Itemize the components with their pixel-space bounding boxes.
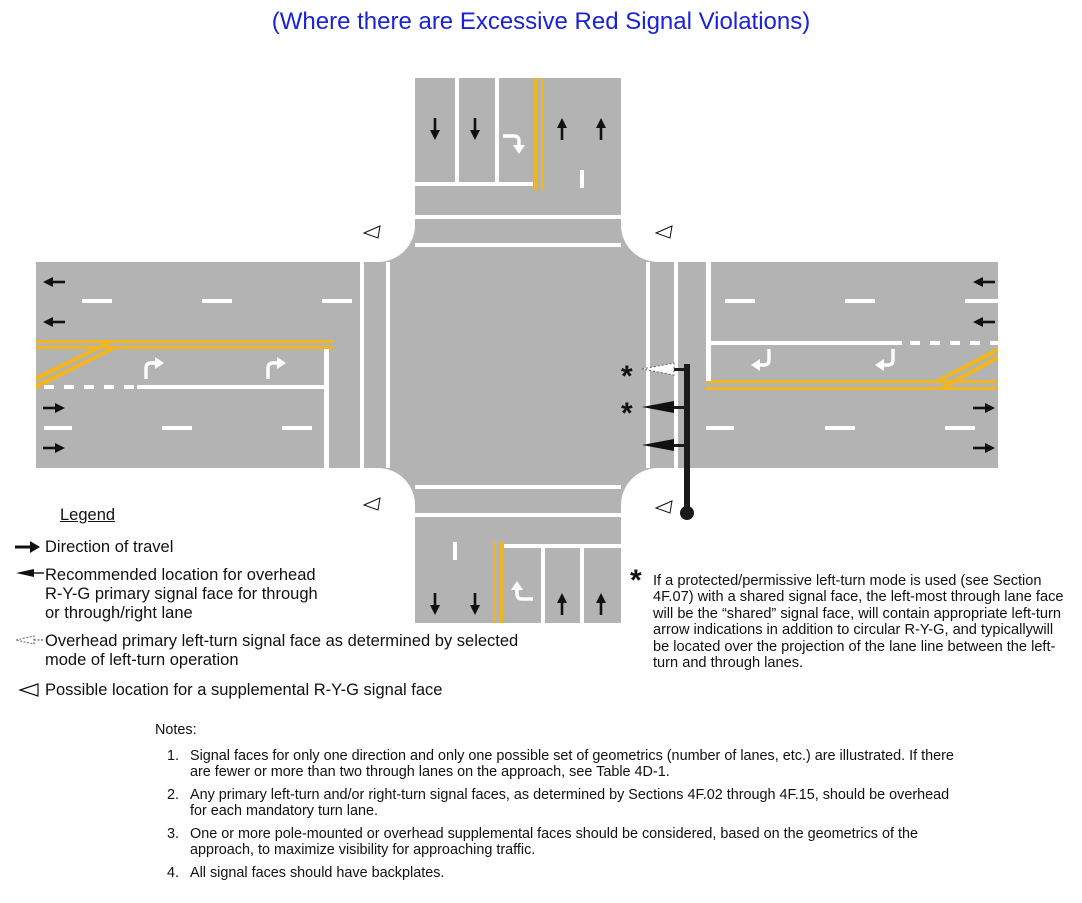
- star-marker-lower: *: [621, 397, 633, 430]
- through-right-signal-face: [642, 439, 674, 451]
- signal-pole-assembly: [641, 362, 694, 520]
- legend-item-primary-signal: Recommended location for overhead R-Y-G …: [45, 566, 318, 622]
- note-item: 2. Any primary left-turn and/or right-tu…: [167, 787, 950, 819]
- footnote-text: If a protected/permissive left-turn mode…: [653, 573, 1064, 672]
- star-marker-upper: *: [621, 360, 633, 393]
- legend-signal-face-icon: [16, 569, 44, 577]
- footnote-star: *: [630, 564, 642, 597]
- legend-item-direction: Direction of travel: [45, 538, 174, 556]
- page-title: (Where there are Excessive Red Signal Vi…: [271, 8, 811, 35]
- legend-item-left-turn-signal: Overhead primary left-turn signal face a…: [45, 632, 519, 669]
- supplemental-signal-markers: [362, 225, 673, 514]
- legend-item-supplemental-signal: Possible location for a supplemental R-Y…: [45, 681, 443, 699]
- legend-arrow-right-icon: [15, 541, 40, 553]
- notes-heading: Notes:: [155, 722, 197, 738]
- south-approach-markings: [415, 485, 621, 623]
- legend-dotted-signal-face-icon: [15, 635, 44, 645]
- west-approach-markings: [36, 262, 390, 468]
- left-turn-signal-face: [641, 362, 675, 376]
- east-approach-markings: [646, 262, 998, 468]
- through-signal-face: [642, 401, 674, 413]
- notes-section: Notes: 1. Signal faces for only one dire…: [155, 722, 955, 888]
- north-approach-markings: [415, 78, 621, 247]
- note-item: 1. Signal faces for only one direction a…: [167, 748, 954, 780]
- note-item: 3. One or more pole-mounted or overhead …: [167, 826, 918, 858]
- note-item: 4. All signal faces should have backplat…: [167, 865, 445, 881]
- legend-supplemental-signal-icon: [18, 683, 39, 697]
- road-surface: [36, 78, 998, 623]
- legend-title: Legend: [60, 506, 116, 524]
